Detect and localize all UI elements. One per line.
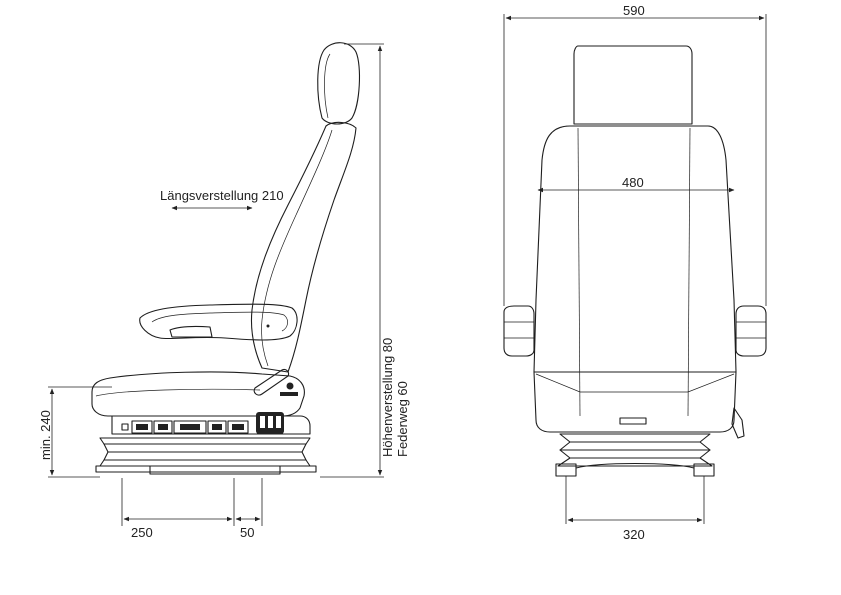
front-armrest-right <box>735 305 767 357</box>
label-width-back: 480 <box>622 175 644 190</box>
side-recline-lever <box>253 368 290 396</box>
label-depth-250: 250 <box>131 525 153 540</box>
front-suspension-bellows <box>555 433 715 477</box>
front-backrest <box>533 125 737 373</box>
label-depth-50: 50 <box>240 525 254 540</box>
side-headrest <box>317 42 360 125</box>
label-hoehenverstellung: Höhenverstellung 80 <box>380 338 395 457</box>
front-seat-cushion <box>533 371 737 433</box>
side-armrest <box>139 303 298 341</box>
dim-depths: 250 50 <box>121 478 263 540</box>
front-armrest-left <box>503 305 535 357</box>
side-suspension <box>95 437 317 475</box>
front-view <box>503 45 767 477</box>
label-width-base: 320 <box>623 527 645 542</box>
label-laengsverstellung: Längsverstellung 210 <box>160 188 284 203</box>
label-width-total: 590 <box>623 3 645 18</box>
side-view <box>91 42 360 475</box>
dim-width-total: 590 <box>503 3 767 306</box>
label-min-height: min. 240 <box>38 410 53 460</box>
dim-total-height: Höhenverstellung 80 Federweg 60 <box>320 43 410 478</box>
front-side-lever <box>731 407 745 439</box>
front-headrest <box>573 45 693 125</box>
label-federweg: Federweg 60 <box>395 381 410 457</box>
side-seat-cushion <box>91 371 305 417</box>
dim-min-height: min. 240 <box>38 386 112 478</box>
side-control-panel <box>121 412 284 434</box>
side-backrest <box>250 121 357 373</box>
dim-width-base: 320 <box>565 476 705 542</box>
side-seat-base <box>111 415 311 435</box>
dim-laengsverstellung: Längsverstellung 210 <box>160 188 284 211</box>
dim-width-back: 480 <box>537 175 735 193</box>
